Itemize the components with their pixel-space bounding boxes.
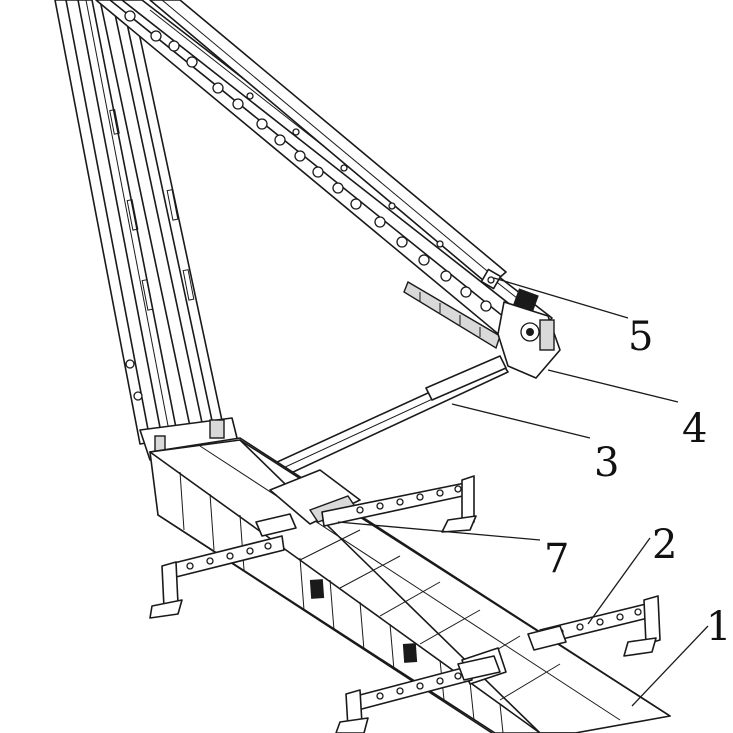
base-frame: [149, 437, 671, 733]
boom: [95, 0, 553, 353]
leader-3: [451, 403, 591, 439]
leader-lines: [337, 277, 709, 707]
callout-7: 7: [544, 536, 569, 582]
leader-7: [337, 521, 541, 541]
callout-3: 3: [594, 440, 619, 486]
leader-2: [587, 537, 651, 625]
leader-4: [547, 369, 679, 403]
callout-5: 5: [628, 314, 653, 360]
leader-1: [631, 625, 709, 707]
outrigger-front-right: [527, 595, 661, 657]
mast: [54, 0, 241, 461]
callout-1: 1: [706, 604, 731, 650]
callout-4: 4: [682, 406, 707, 452]
outrigger-rear-left: [149, 513, 297, 619]
boom-head: [480, 268, 561, 379]
leader-5: [493, 277, 629, 319]
callout-2: 2: [652, 522, 677, 568]
callouts: 5 4 3 7 2 1: [544, 314, 731, 650]
outrigger-front-left: [335, 655, 501, 733]
frame-panels: [179, 471, 504, 733]
frame-top-plates: [299, 529, 561, 701]
outrigger-rear-right: [321, 475, 477, 533]
boom-holes: [124, 10, 492, 312]
